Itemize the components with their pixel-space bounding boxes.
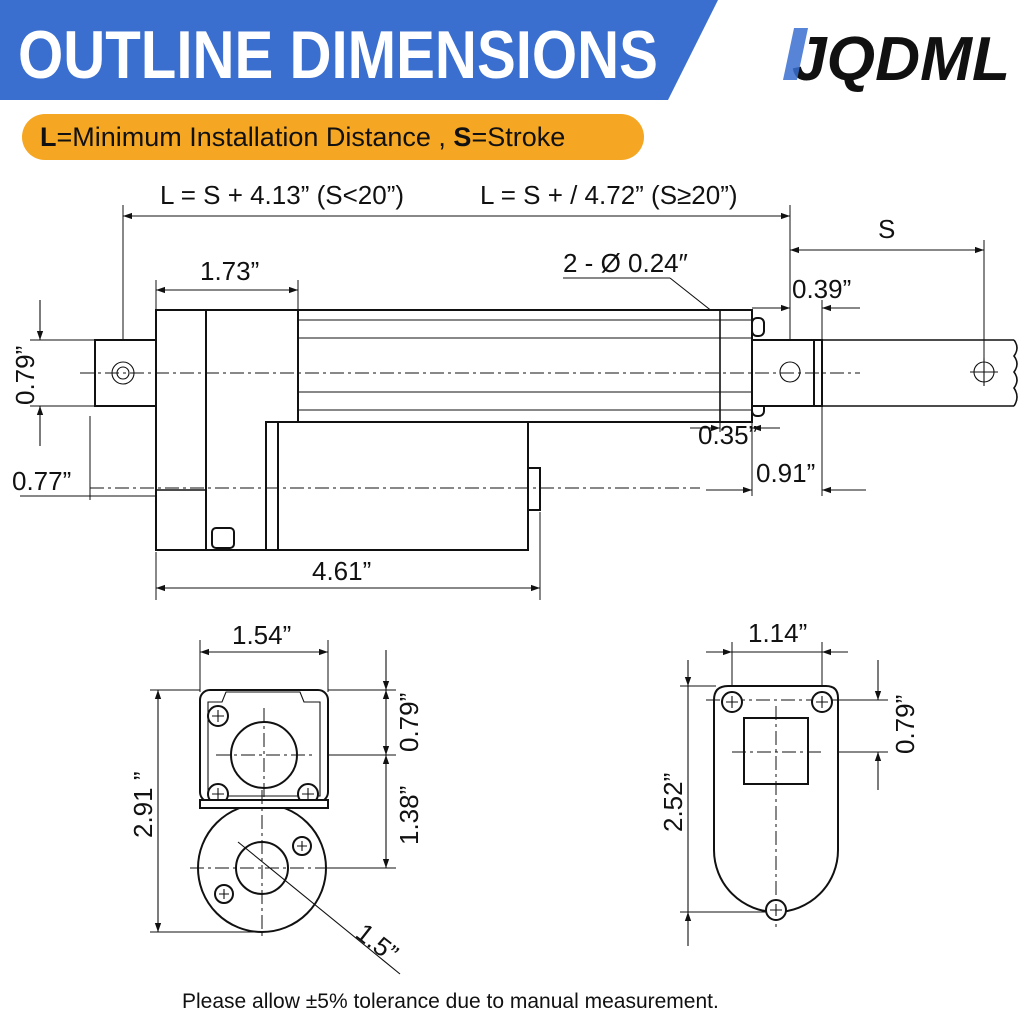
dim-4-61: 4.61” <box>312 556 371 586</box>
dim-1-14: 1.14” <box>748 618 807 648</box>
dim-0-77: 0.77” <box>12 466 71 496</box>
brand-logo: JQDML <box>792 25 1010 94</box>
stroke-label: S <box>878 214 895 244</box>
hole-label: 2 - Ø 0.24″ <box>563 248 688 278</box>
dim-1-73: 1.73” <box>200 256 259 286</box>
formula-short: L = S + 4.13” (S<20”) <box>160 180 404 210</box>
dim-0-79-side: 0.79” <box>10 346 40 405</box>
rear-view: 1.14” 2.52” 0.79” <box>658 618 920 946</box>
dim-0-91: 0.91” <box>756 458 815 488</box>
dim-1-5: 1.5” <box>350 917 404 968</box>
legend-pill <box>22 114 644 160</box>
dim-2-52: 2.52” <box>658 773 688 832</box>
tolerance-note: Please allow ±5% tolerance due to manual… <box>182 990 719 1013</box>
side-view: S 2 - Ø 0.24″ 0.39” 1.73” 0.79” <box>10 205 1018 600</box>
dim-1-38: 1.38” <box>394 786 424 845</box>
dim-0-35: 0.35” <box>698 420 757 450</box>
title-banner <box>0 0 718 100</box>
legend-text: L=Minimum Installation Distance , S=Stro… <box>40 122 565 152</box>
screw-icon <box>721 691 833 921</box>
page-title: OUTLINE DIMENSIONS <box>18 17 658 93</box>
dim-1-54: 1.54” <box>232 620 291 650</box>
dim-0-39-top: 0.39” <box>792 274 851 304</box>
dim-0-79-rear: 0.79” <box>890 695 920 754</box>
dim-2-91: 2.91 ” <box>128 772 158 839</box>
dim-0-79-front: 0.79” <box>394 693 424 752</box>
brand-accent <box>782 28 809 80</box>
screw-icon <box>214 836 312 904</box>
formula-long: L = S + / 4.72” (S≥20”) <box>480 180 738 210</box>
front-view: 1.54” 2.91 ” 0.79” 1.38” <box>128 620 424 975</box>
